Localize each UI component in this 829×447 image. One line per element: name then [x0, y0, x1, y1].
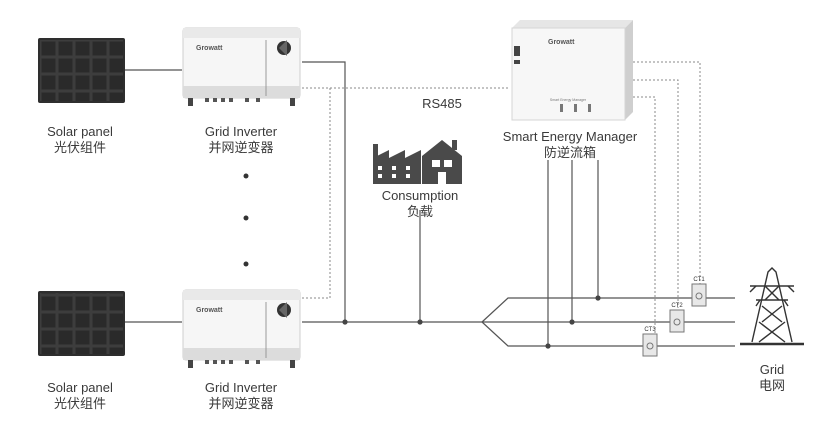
sem-en: Smart Energy Manager [502, 129, 638, 144]
rs485-text: RS485 [422, 96, 462, 111]
sem-label: Smart Energy Manager 防逆流箱 [490, 129, 650, 161]
grid-cn: 电网 [758, 378, 785, 393]
inverter-top-cn: 并网逆变器 [208, 140, 274, 155]
grid-en: Grid [759, 362, 785, 377]
ct2-sensor [669, 309, 685, 333]
inverter-top-label: Grid Inverter 并网逆变器 [186, 124, 296, 156]
solar-panel-bottom-en: Solar panel [47, 380, 113, 395]
inverter-bottom-en: Grid Inverter [204, 380, 278, 395]
ct2-label: CT2 [671, 303, 683, 309]
dashed-wiring [302, 61, 701, 334]
wire-inverter-top-ac [302, 61, 346, 322]
factory-icon [373, 144, 421, 184]
solar-panel-top-en: Solar panel [47, 124, 113, 139]
inverter-bottom-label: Grid Inverter 并网逆变器 [186, 380, 296, 412]
sem-panel-text: Smart Energy Manager [550, 98, 587, 102]
inverter-bottom-cn: 并网逆变器 [208, 396, 274, 411]
inverter-bottom-brand: Growatt [196, 307, 223, 314]
solar-panel-top-cn: 光伏组件 [53, 140, 106, 155]
ellipsis-dots [243, 173, 249, 267]
solar-panel-top-label: Solar panel 光伏组件 [30, 124, 130, 156]
grid-inverter-bottom-icon [182, 289, 301, 368]
grid-line-1 [481, 297, 735, 323]
ct1-label: CT1 [693, 277, 705, 283]
ct1-signal [625, 61, 701, 284]
ct3-signal [625, 96, 656, 334]
rs485-label: RS485 [412, 96, 472, 112]
grid-inverter-top-icon [182, 27, 301, 106]
ct2-signal [625, 79, 679, 308]
ct3-label: CT3 [644, 327, 656, 333]
sem-brand: Growatt [548, 39, 575, 46]
grid-label: Grid 电网 [744, 362, 800, 394]
sem-cn: 防逆流箱 [543, 145, 596, 160]
solar-panel-bottom-label: Solar panel 光伏组件 [30, 380, 130, 412]
consumption-label: Consumption 负载 [370, 188, 470, 220]
rs485-link-bottom [302, 88, 331, 299]
solid-wiring [123, 61, 735, 347]
junction-dots [342, 295, 601, 349]
ct3-sensor [642, 333, 658, 357]
consumption-en: Consumption [381, 188, 459, 203]
consumption-cn: 负载 [406, 204, 433, 219]
smart-energy-manager-icon [511, 20, 633, 121]
solar-panel-bottom-icon [38, 291, 125, 356]
grid-line-3 [481, 321, 735, 347]
solar-panel-top-icon [38, 38, 125, 103]
ct1-sensor [691, 283, 707, 307]
transmission-tower-icon [740, 267, 804, 346]
inverter-top-brand: Growatt [196, 45, 223, 52]
solar-panel-bottom-cn: 光伏组件 [53, 396, 106, 411]
inverter-top-en: Grid Inverter [204, 124, 278, 139]
house-icon [422, 140, 462, 184]
